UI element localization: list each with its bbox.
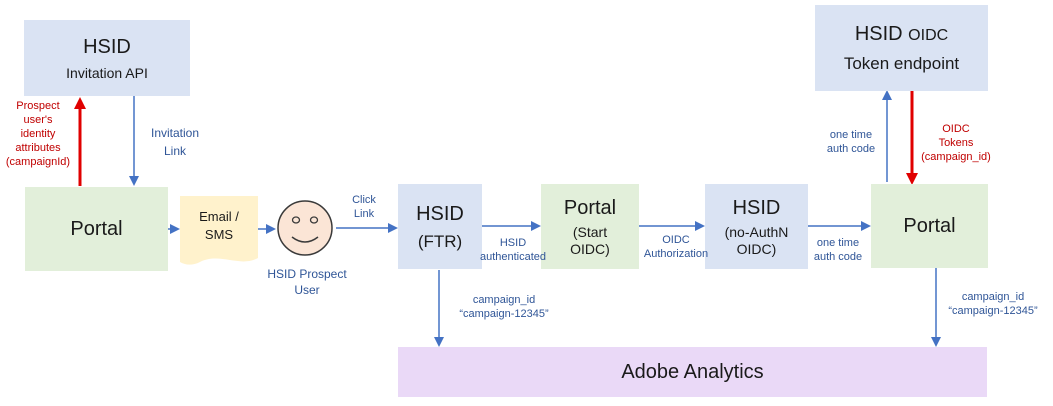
label-auth-code-top: one time auth code xyxy=(818,128,884,156)
label-hsid-auth-line1: HSID xyxy=(499,237,527,249)
hsid-noauth-line2: (no-AuthN xyxy=(724,223,789,240)
label-campaign-left: campaign_id “campaign-12345” xyxy=(444,293,564,321)
email-sms-line1: Email / xyxy=(199,209,239,224)
portal-right-box: Portal xyxy=(871,184,988,268)
label-hsid-auth-line2: authenticated xyxy=(479,251,547,263)
label-identity-line4: attributes xyxy=(15,142,61,154)
label-auth-top-line1: one time xyxy=(829,129,873,141)
label-click-line2: Link xyxy=(353,208,375,220)
label-click-link: Click Link xyxy=(344,193,384,221)
hsid-noauth-title: HSID xyxy=(732,196,781,219)
label-oidc-tokens: OIDC Tokens (campaign_id) xyxy=(914,122,998,164)
label-invitation-line1: Invitation xyxy=(150,126,200,140)
prospect-user-line1: HSID Prospect xyxy=(267,267,347,281)
label-identity-line1: Prospect xyxy=(16,100,60,112)
label-campaign-left-line2: “campaign-12345” xyxy=(459,308,549,320)
label-auth-code-mid: one time auth code xyxy=(802,236,874,264)
portal-start-line2: (Start xyxy=(572,223,608,240)
label-identity-line2: user's xyxy=(23,114,53,126)
hsid-invitation-subtitle: Invitation API xyxy=(66,64,148,81)
hsid-ftr-subtitle: (FTR) xyxy=(417,231,463,251)
portal-start-title: Portal xyxy=(563,196,617,219)
hsid-noauth-box: HSID (no-AuthN OIDC) xyxy=(705,184,808,269)
label-tokens-line1: OIDC xyxy=(942,123,970,135)
label-auth-mid-line1: one time xyxy=(816,237,860,249)
hsid-invitation-api-box: HSID Invitation API xyxy=(24,20,190,96)
label-invitation-link: Invitation Link xyxy=(140,124,210,160)
hsid-token-endpoint-box: HSID OIDC Token endpoint xyxy=(815,5,988,91)
hsid-noauth-line3: OIDC) xyxy=(736,240,777,257)
portal-left-title: Portal xyxy=(70,218,123,240)
prospect-user-label: HSID Prospect User xyxy=(258,266,356,298)
portal-start-oidc-box: Portal (Start OIDC) xyxy=(541,184,639,269)
label-tokens-line3: (campaign_id) xyxy=(921,151,991,163)
label-identity-line5: (campaignId) xyxy=(5,156,71,168)
label-campaign-left-line1: campaign_id xyxy=(472,294,536,306)
label-campaign-right-line2: “campaign-12345” xyxy=(948,305,1038,317)
adobe-analytics-box: Adobe Analytics xyxy=(398,347,987,397)
hsid-token-title-line: HSID OIDC xyxy=(855,22,948,48)
hsid-ftr-title: HSID xyxy=(416,202,464,225)
label-oidc-auth-line1: OIDC xyxy=(662,234,690,246)
label-invitation-line2: Link xyxy=(163,144,186,158)
hsid-ftr-box: HSID (FTR) xyxy=(398,184,482,269)
hsid-invitation-title: HSID xyxy=(83,35,131,58)
email-sms-line2: SMS xyxy=(204,227,234,242)
label-oidc-auth-line2: Authorization xyxy=(643,248,709,260)
label-hsid-authenticated: HSID authenticated xyxy=(473,236,553,264)
portal-start-line3: OIDC) xyxy=(570,240,610,257)
label-click-line1: Click xyxy=(352,194,376,206)
label-oidc-authorization: OIDC Authorization xyxy=(636,233,716,261)
prospect-user-smiley-icon xyxy=(277,200,333,256)
label-identity-line3: identity xyxy=(20,128,56,140)
label-tokens-line2: Tokens xyxy=(938,137,974,149)
label-identity-attributes: Prospect user's identity attributes (cam… xyxy=(0,99,76,169)
email-sms-document xyxy=(180,196,258,265)
hsid-token-title: HSID xyxy=(854,23,903,45)
email-sms-label: Email / SMS xyxy=(180,208,258,244)
prospect-user-line2: User xyxy=(294,283,320,297)
portal-left-box: Portal xyxy=(25,187,168,271)
adobe-analytics-title: Adobe Analytics xyxy=(621,361,764,383)
label-auth-top-line2: auth code xyxy=(826,143,876,155)
label-campaign-right: campaign_id “campaign-12345” xyxy=(938,290,1048,318)
hsid-token-title-small: OIDC xyxy=(908,27,949,44)
label-campaign-right-line1: campaign_id xyxy=(961,291,1025,303)
label-auth-mid-line2: auth code xyxy=(813,251,863,263)
portal-right-title: Portal xyxy=(903,215,956,237)
hsid-token-subtitle: Token endpoint xyxy=(843,54,960,73)
